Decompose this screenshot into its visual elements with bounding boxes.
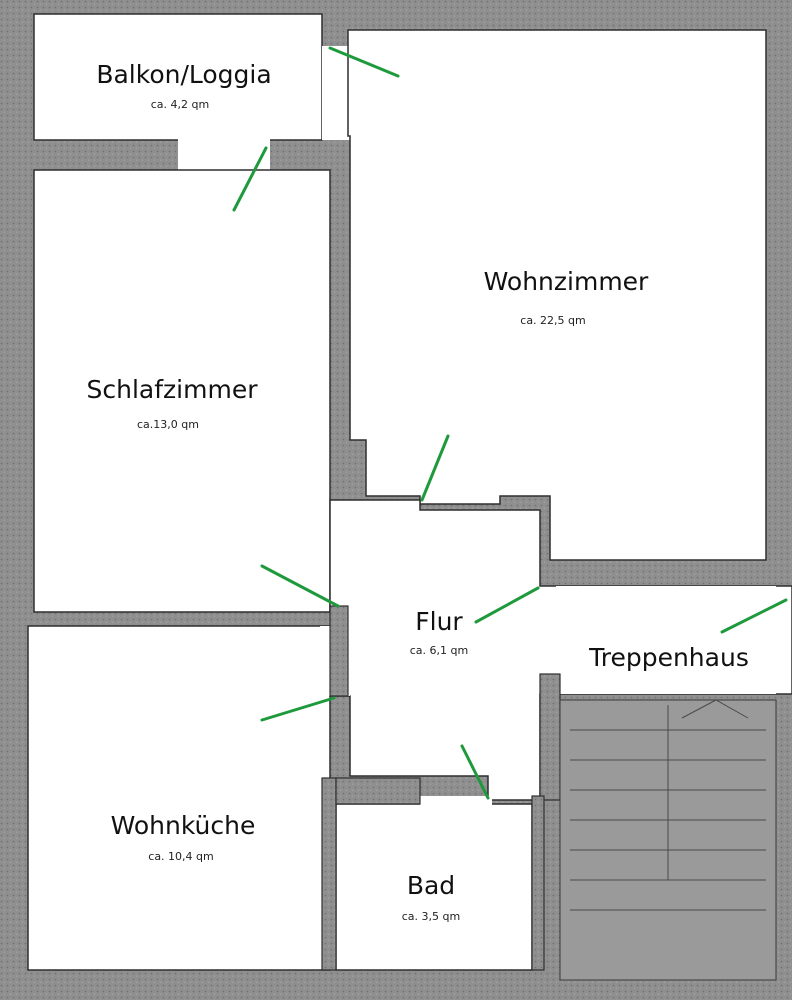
wall-kueche-bad xyxy=(321,777,337,971)
room-name-balkon: Balkon/Loggia xyxy=(96,60,271,89)
floor-kueche xyxy=(27,625,331,971)
floor-balkon-door xyxy=(178,138,270,170)
wall-pier-stair xyxy=(539,673,561,801)
room-name-wohnzimmer: Wohnzimmer xyxy=(484,267,649,296)
room-labels: Balkon/Loggia ca. 4,2 qm Wohnzimmer ca. … xyxy=(87,60,749,923)
interior-walls xyxy=(321,605,561,971)
room-area-bad: ca. 3,5 qm xyxy=(402,910,460,923)
wall-pier-bedroom-door xyxy=(329,605,349,697)
door-swing-schlafzimmer xyxy=(260,564,340,608)
room-area-schlafzimmer: ca.13,0 qm xyxy=(137,418,199,431)
room-floors xyxy=(27,13,792,971)
room-area-wohnkueche: ca. 10,4 qm xyxy=(148,850,213,863)
door-swing-treppenhaus xyxy=(720,598,788,634)
room-area-balkon: ca. 4,2 qm xyxy=(151,98,209,111)
room-area-flur: ca. 6,1 qm xyxy=(410,644,468,657)
door-swing-bad xyxy=(460,744,490,800)
floor-bad xyxy=(335,803,533,971)
floor-balkon-opening xyxy=(322,46,352,140)
door-swing-eingang xyxy=(474,586,540,624)
stair-steps xyxy=(570,699,766,911)
staircase xyxy=(559,699,777,981)
room-name-wohnkueche: Wohnküche xyxy=(111,811,256,840)
floor-balkon xyxy=(33,13,323,141)
room-name-treppenhaus: Treppenhaus xyxy=(588,643,749,672)
door-swing-balkon-wohnzimmer xyxy=(328,46,400,78)
wall-bad-right xyxy=(531,795,545,971)
room-area-wohnzimmer: ca. 22,5 qm xyxy=(520,314,585,327)
door-swing-wohnzimmer xyxy=(420,434,450,502)
room-name-flur: Flur xyxy=(415,607,463,636)
door-swings xyxy=(232,46,788,800)
door-swing-balkon-schlafzimmer xyxy=(232,146,268,212)
room-name-schlafzimmer: Schlafzimmer xyxy=(87,375,259,404)
floor-schlafzimmer xyxy=(33,169,331,613)
floor-bad-door xyxy=(420,796,492,808)
floor-treppenhaus xyxy=(556,586,776,694)
room-name-bad: Bad xyxy=(407,871,455,900)
stair-arrow xyxy=(681,699,749,719)
wall-bad-top xyxy=(335,777,421,805)
door-swing-kueche xyxy=(260,696,336,722)
